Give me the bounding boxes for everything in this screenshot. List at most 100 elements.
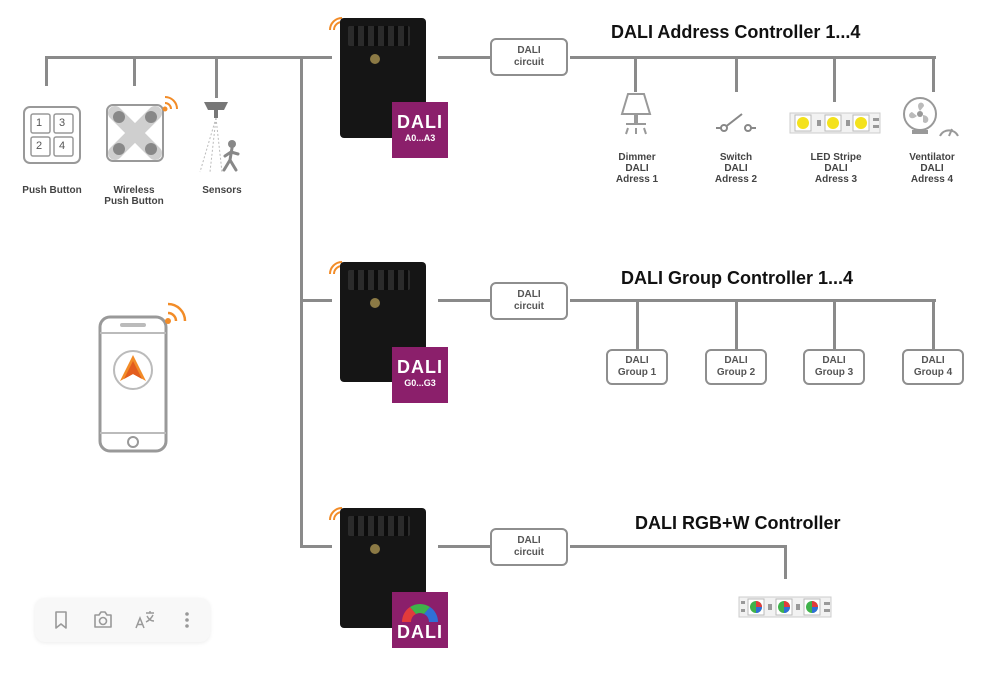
badge-dali-text: DALI — [397, 112, 443, 132]
module-screw — [370, 54, 380, 64]
device-name: Ventilator — [909, 152, 955, 163]
dali-circuit-box-2: DALI circuit — [490, 282, 568, 320]
terminal-block — [348, 516, 410, 536]
dali-circuit-box-1: DALI circuit — [490, 38, 568, 76]
ventilator-label: Ventilator DALI Adress 4 — [900, 152, 964, 185]
more-vert-icon — [185, 612, 189, 628]
device-address: Adress 3 — [814, 174, 858, 185]
more-options-button[interactable] — [173, 606, 201, 634]
terminal-block — [348, 270, 410, 290]
circuit-label-line1: DALI — [517, 289, 541, 300]
device-protocol: DALI — [824, 163, 848, 174]
address-controller-title: DALI Address Controller 1...4 — [611, 22, 861, 42]
group2-drop — [735, 299, 738, 349]
dali-group-2-box: DALI Group 2 — [705, 349, 767, 385]
dimmer-lamp-icon — [618, 92, 654, 136]
image-toolbar — [35, 598, 210, 642]
dali-circuit-box-3: DALI circuit — [490, 528, 568, 566]
sensors-drop — [215, 56, 218, 98]
rgbw-led-stripe-icon — [738, 596, 832, 618]
module-screw — [370, 544, 380, 554]
keypad-key-2: 2 — [36, 140, 43, 152]
sensors-label: Sensors — [202, 185, 242, 196]
wireless-drop — [133, 56, 136, 86]
device-name: Dimmer — [618, 152, 656, 163]
circuit-label-line2: circuit — [513, 547, 544, 558]
device-address: Adress 4 — [910, 174, 954, 185]
circuit-label-line1: DALI — [517, 45, 541, 56]
rgbw-drop — [784, 545, 787, 579]
dali-group-3-box: DALI Group 3 — [803, 349, 865, 385]
dali-address-badge: DALI A0...A3 — [392, 102, 448, 158]
push-button-icon — [22, 105, 82, 165]
circuit-label-line2: circuit — [513, 57, 544, 68]
device-address: Adress 2 — [714, 174, 758, 185]
badge-dali-text: DALI — [397, 622, 443, 642]
group-label-line2: Group 3 — [814, 367, 854, 378]
group-label-line1: DALI — [724, 355, 748, 366]
switch-drop — [735, 56, 738, 92]
vent-drop — [932, 56, 935, 92]
color-wheel-icon — [401, 603, 439, 622]
circuit1-bus — [570, 56, 936, 59]
wireless-push-button-label: Wireless Push Button — [92, 185, 176, 207]
ctrl2-to-circuit — [438, 299, 490, 302]
badge-range-text: G0...G3 — [404, 378, 436, 388]
smartphone-icon — [96, 295, 192, 455]
device-protocol: DALI — [920, 163, 944, 174]
bookmark-button[interactable] — [47, 606, 75, 634]
circuit-label-line2: circuit — [513, 301, 544, 312]
dali-group-4-box: DALI Group 4 — [902, 349, 964, 385]
device-name: Switch — [719, 152, 753, 163]
wireless-push-button-icon — [105, 93, 185, 165]
dimmer-drop — [634, 56, 637, 92]
badge-range-text: A0...A3 — [404, 133, 436, 143]
ventilator-icon — [902, 94, 962, 140]
circuit2-bus — [570, 299, 936, 302]
group4-drop — [932, 299, 935, 349]
input-bus-wire — [45, 56, 332, 59]
stripe-drop — [833, 56, 836, 102]
ctrl3-to-circuit — [438, 545, 490, 548]
group-label-line1: DALI — [625, 355, 649, 366]
switch-label: Switch DALI Adress 2 — [704, 152, 768, 185]
wireless-label-line1: Wireless — [113, 185, 155, 196]
lens-search-button[interactable] — [89, 606, 117, 634]
wireless-label-line2: Push Button — [104, 196, 164, 207]
group3-drop — [833, 299, 836, 349]
circuit3-bus — [570, 545, 786, 548]
translate-button[interactable] — [131, 606, 159, 634]
rgbw-controller-title: DALI RGB+W Controller — [635, 513, 841, 533]
keypad-key-3: 3 — [59, 117, 66, 129]
group-label-line2: Group 2 — [716, 367, 756, 378]
circuit-label-line1: DALI — [517, 535, 541, 546]
translate-icon — [135, 611, 155, 629]
group-label-line1: DALI — [921, 355, 945, 366]
sensor-icon — [196, 98, 246, 176]
dali-rgbw-badge: DALI — [392, 592, 448, 648]
keypad-key-1: 1 — [36, 117, 43, 129]
group-controller-title: DALI Group Controller 1...4 — [621, 268, 854, 288]
dali-address-controller-module — [340, 18, 426, 138]
device-protocol: DALI — [724, 163, 748, 174]
module-screw — [370, 298, 380, 308]
device-name: LED Stripe — [810, 152, 862, 163]
group-label-line1: DALI — [822, 355, 846, 366]
ctrl1-to-circuit — [438, 56, 490, 59]
badge-dali-text: DALI — [397, 357, 443, 377]
group-label-line2: Group 4 — [913, 367, 953, 378]
dimmer-label: Dimmer DALI Adress 1 — [605, 152, 669, 185]
push-button-drop — [45, 56, 48, 86]
bookmark-icon — [55, 611, 67, 629]
switch-icon — [714, 110, 758, 134]
device-address: Adress 1 — [615, 174, 659, 185]
group-label-line2: Group 1 — [617, 367, 657, 378]
device-protocol: DALI — [625, 163, 649, 174]
group1-drop — [636, 299, 639, 349]
dali-group-1-box: DALI Group 1 — [606, 349, 668, 385]
branch-group-wire — [300, 299, 332, 302]
led-stripe-icon — [789, 112, 881, 134]
keypad-key-4: 4 — [59, 140, 66, 152]
terminal-block — [348, 26, 410, 46]
branch-rgbw-wire — [300, 545, 332, 548]
